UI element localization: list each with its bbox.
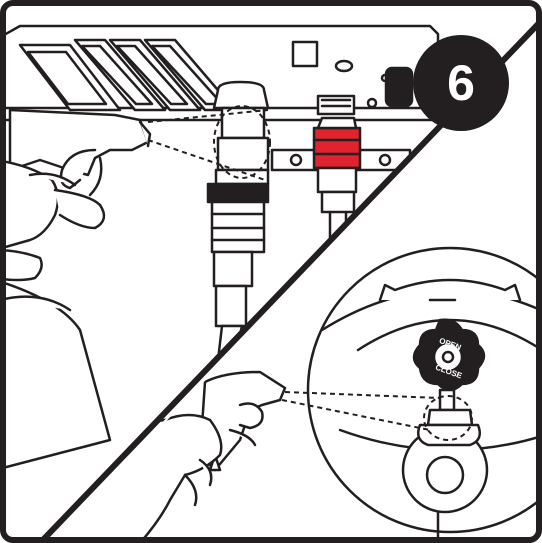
- hand-icon: [0, 160, 110, 470]
- step-number-badge: 6: [413, 35, 509, 131]
- gas-cylinder-icon: [308, 248, 542, 543]
